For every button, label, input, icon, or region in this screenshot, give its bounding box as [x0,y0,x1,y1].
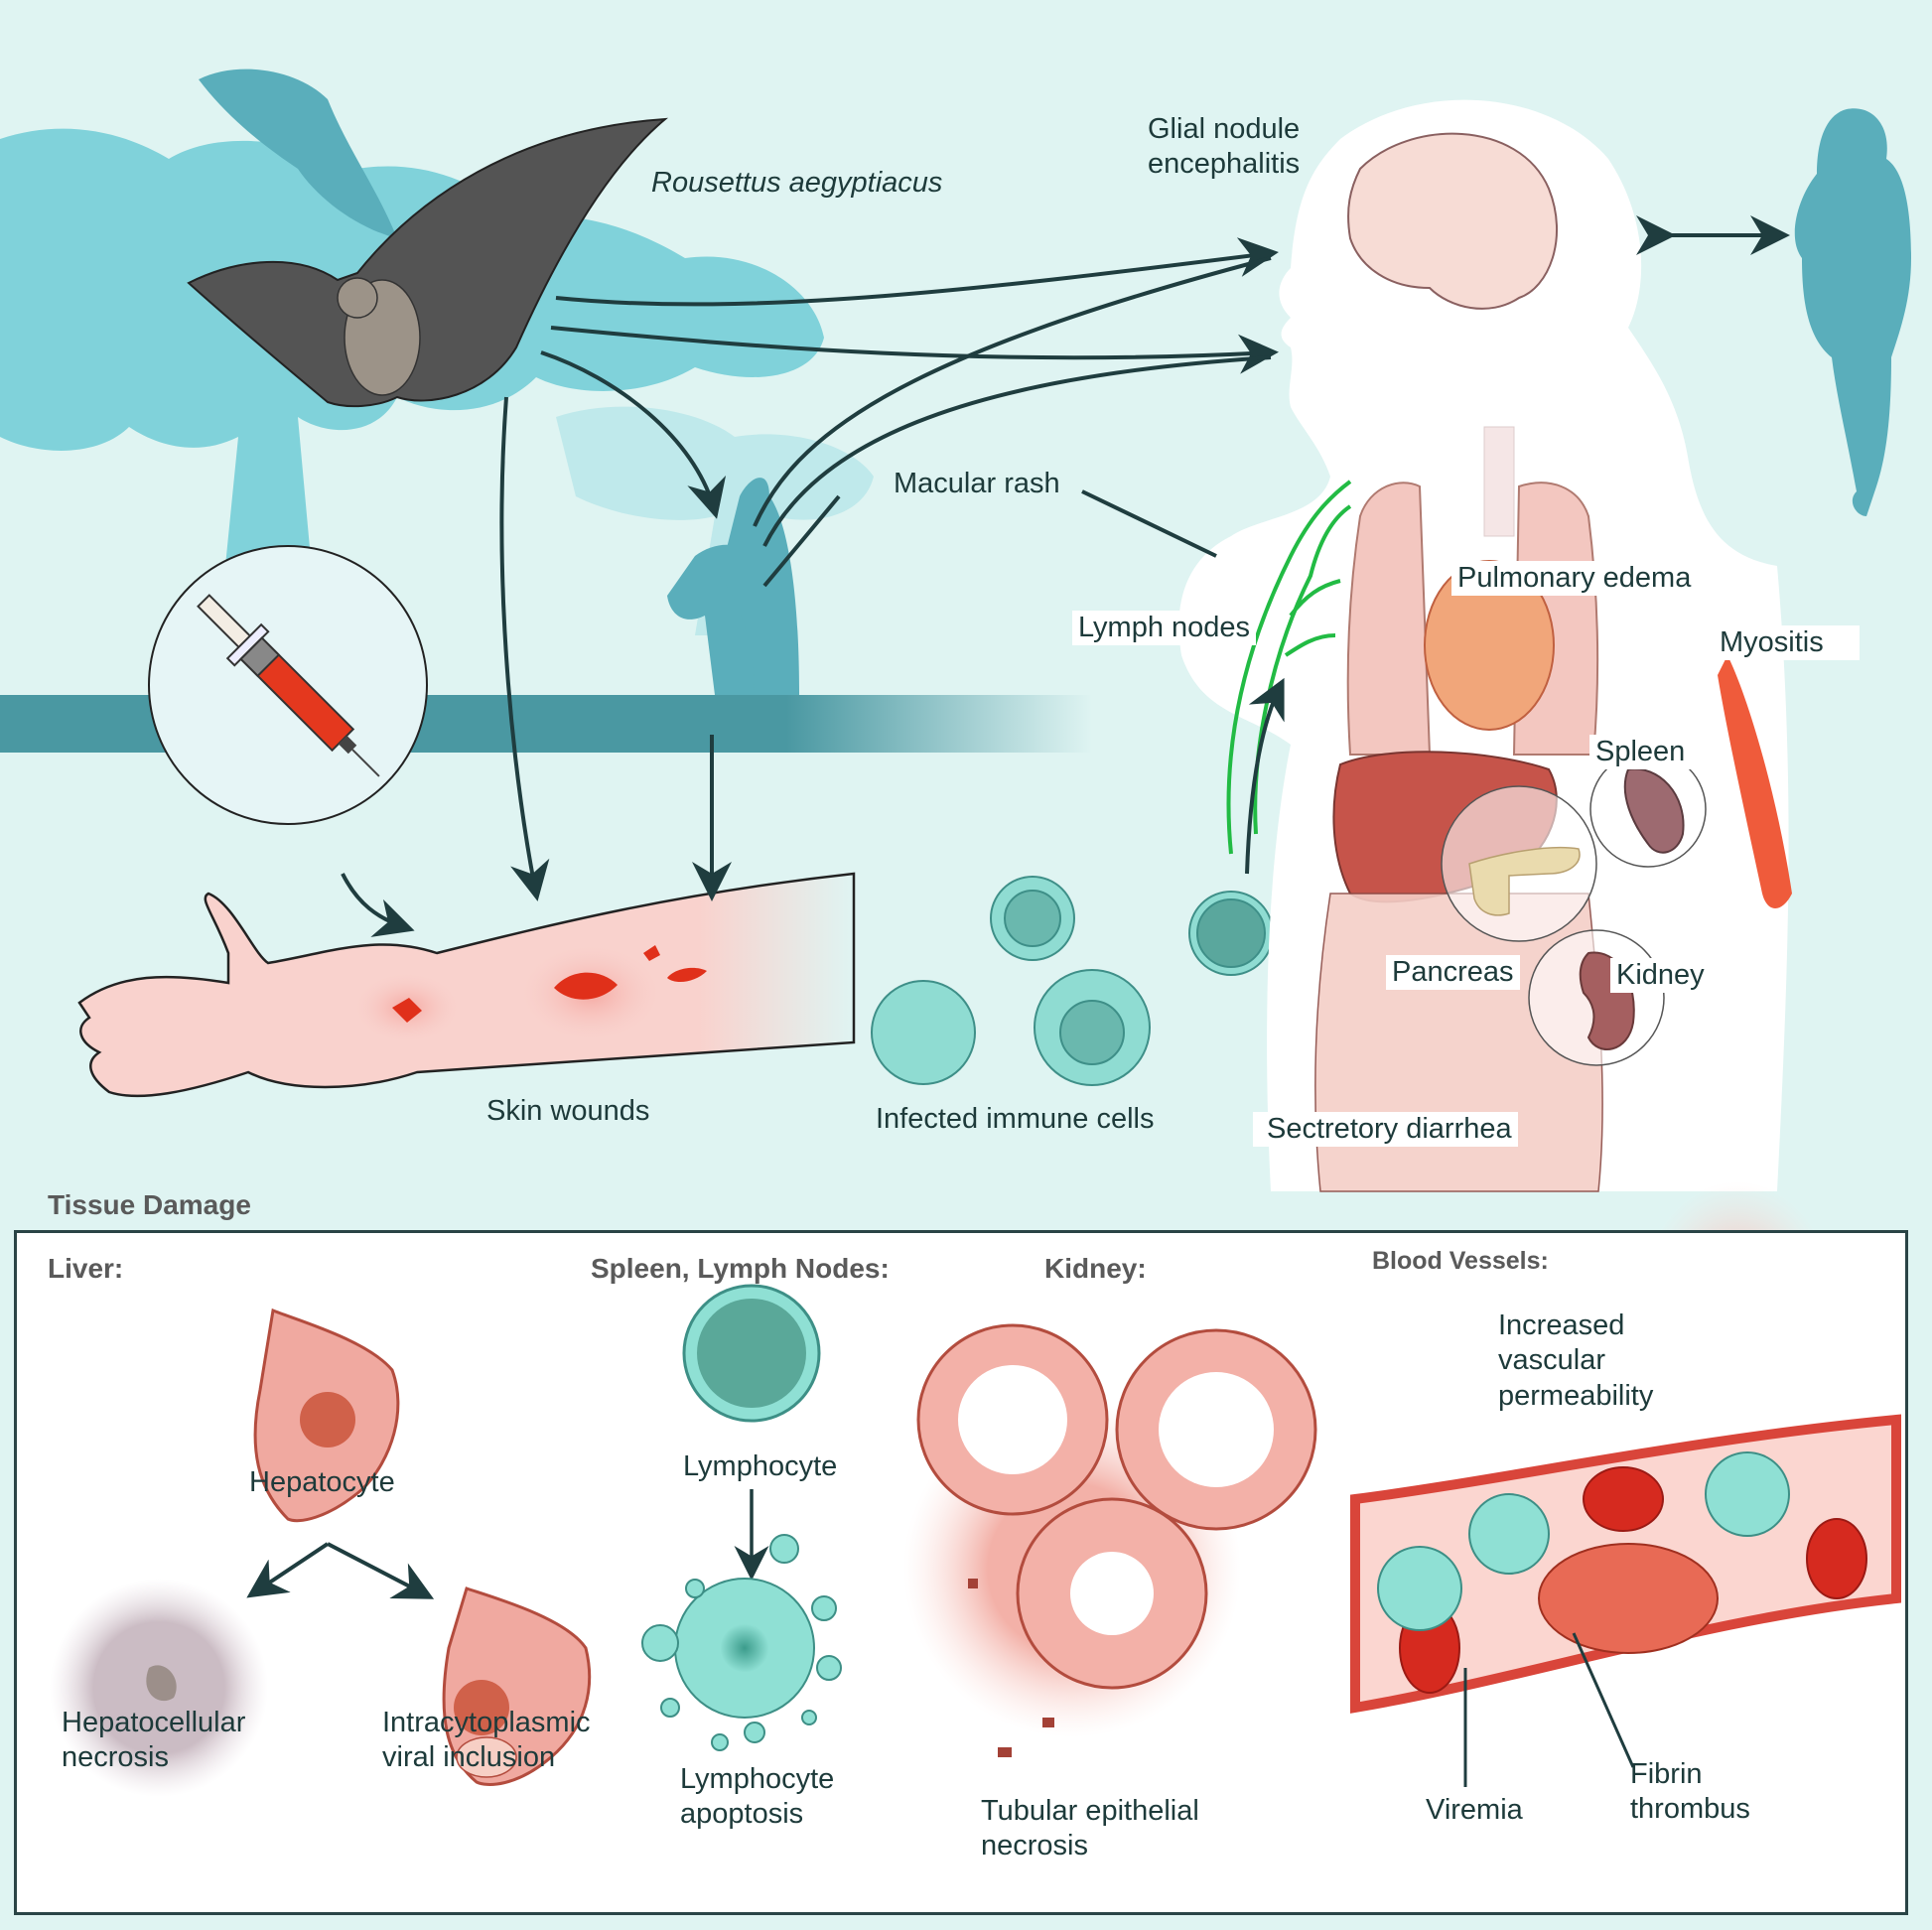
lymphocyte-cell [682,1284,821,1423]
arrow-bat-to-brain [555,237,1279,307]
transmission-arrows [341,215,1790,937]
section-header-blood-vessels: Blood Vessels: [1372,1247,1549,1275]
arrow-syringe-to-wound [341,873,415,937]
label-spleen: Spleen [1589,735,1692,770]
label-tubular-necrosis: Tubular epithelial necrosis [981,1795,1199,1862]
label-kidney: Kidney [1610,958,1711,994]
arrow-bat-to-primates [540,350,727,519]
label-hepatocellular-necrosis: Hepatocellular necrosis [62,1707,246,1774]
apoptotic-lymphocyte-cell [641,1534,842,1751]
label-lymphocyte: Lymphocyte [683,1450,838,1482]
leader-rash-right [1081,489,1217,558]
label-brain-encephalitis: Glial nodule encephalitis [1148,113,1301,181]
arrow-hepatocyte-to-inclusion [327,1542,435,1599]
arrow-bat-to-wound [499,396,550,901]
syringe-illustration [148,545,428,825]
label-viremia: Viremia [1426,1794,1523,1826]
arrow-hepatocyte-to-necrosis [246,1542,330,1598]
person-silhouette [1794,108,1911,516]
label-vascular-permeability: Increased vascular permeability [1498,1310,1654,1412]
hepatocyte-cell [253,1308,400,1523]
inclusion-hepatocyte-cell [442,1586,592,1786]
label-pancreas: Pancreas [1386,955,1520,991]
immune-cells-illustration [871,876,1274,1086]
label-pulmonary-edema: Pulmonary edema [1451,561,1698,597]
section-header-spleen-lymph: Spleen, Lymph Nodes: [591,1253,890,1284]
section-header-liver: Liver: [48,1253,124,1284]
arrow-primate-to-mouth [762,355,1272,547]
tissue-damage-title: Tissue Damage [48,1189,251,1220]
bat-illustration [187,117,669,408]
label-fibrin-thrombus: Fibrin thrombus [1630,1758,1750,1826]
label-lymph-nodes: Lymph nodes [1072,611,1257,646]
arrow-bat-to-mouth [550,326,1279,374]
kidney-tubule-illustration [903,1323,1317,1757]
section-header-kidney: Kidney: [1044,1253,1147,1284]
necrotic-hepatocyte-cell [50,1579,268,1797]
label-secretory-diarrhea: Sectretory diarrhea [1253,1112,1518,1148]
label-myositis: Myositis [1714,625,1860,661]
arm-illustration [77,872,856,1098]
arrow-primate-to-brain [753,256,1272,527]
leader-rash-left [762,494,841,588]
label-viral-inclusion: Intracytoplasmic viral inclusion [382,1707,591,1774]
leader-thrombus [1572,1632,1635,1768]
label-lymphocyte-apoptosis: Lymphocyte apoptosis [680,1763,835,1831]
label-skin-wounds: Skin wounds [486,1095,650,1127]
label-infected-immune-cells: Infected immune cells [876,1103,1155,1135]
primate-silhouettes [667,478,799,695]
label-macular-rash: Macular rash [894,468,1060,499]
label-hepatocyte: Hepatocyte [249,1466,395,1498]
blood-vessel-illustration [1350,1414,1901,1787]
arrow-immune-to-lymph [1245,677,1285,875]
label-bat-species: Rousettus aegyptiacus [651,167,943,199]
